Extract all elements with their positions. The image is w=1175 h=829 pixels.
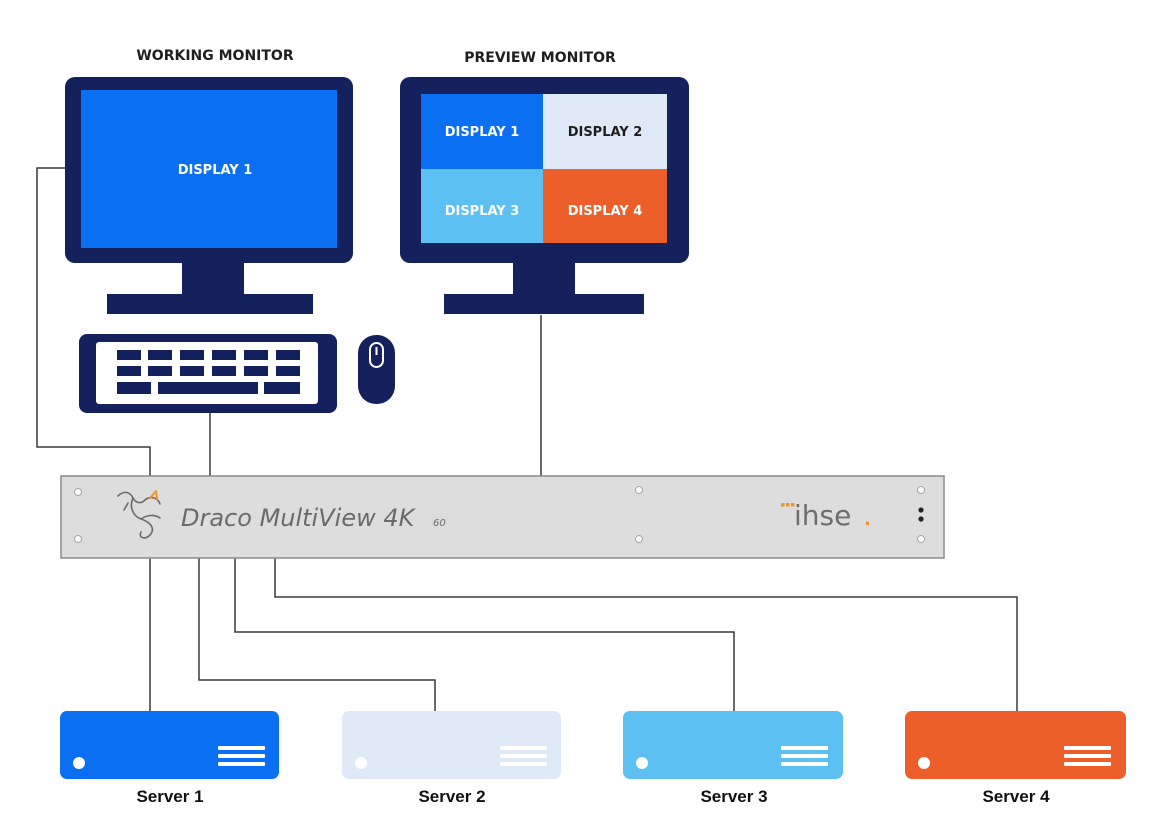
server-label: Server 2 xyxy=(418,787,485,806)
dragon-logo-icon xyxy=(117,490,161,539)
preview-display-3-label: DISPLAY 3 xyxy=(445,204,520,219)
preview-monitor: PREVIEW MONITOR DISPLAY 1 DISPLAY 2 DISP… xyxy=(400,50,689,314)
server-1: Server 1 xyxy=(60,711,279,806)
server-label: Server 3 xyxy=(700,787,767,806)
preview-display-3 xyxy=(421,169,543,243)
server-icon xyxy=(342,711,561,779)
preview-display-4-label: DISPLAY 4 xyxy=(568,204,643,219)
keyboard-icon xyxy=(79,334,337,413)
server-4: Server 4 xyxy=(905,711,1126,806)
working-monitor-neck xyxy=(182,262,244,294)
connection-wires xyxy=(36,167,1018,712)
server-3: Server 3 xyxy=(623,711,843,806)
wire-server-4 xyxy=(274,557,1018,712)
preview-display-2 xyxy=(543,94,667,169)
preview-display-1-label: DISPLAY 1 xyxy=(445,125,520,140)
preview-monitor-stand xyxy=(444,294,644,314)
brand-dot: . xyxy=(863,499,872,532)
wire-server-3 xyxy=(234,557,735,712)
working-monitor-display-label: DISPLAY 1 xyxy=(178,163,253,178)
server-icon xyxy=(905,711,1126,779)
wire-working-monitor xyxy=(36,167,151,477)
preview-monitor-neck xyxy=(513,262,575,294)
working-monitor-screen xyxy=(81,90,337,248)
wire-server-2 xyxy=(198,557,436,712)
working-monitor-stand xyxy=(107,294,313,314)
device-subscript: 60 xyxy=(433,518,446,529)
draco-multiview-device: Draco MultiView 4K 60 ihse . xyxy=(60,475,945,559)
ihse-logo-icon: ihse . xyxy=(781,499,872,532)
preview-display-1 xyxy=(421,94,543,169)
server-icon xyxy=(60,711,279,779)
brand-accent-dots xyxy=(781,503,795,507)
working-monitor: WORKING MONITOR DISPLAY 1 xyxy=(65,48,353,314)
preview-monitor-title: PREVIEW MONITOR xyxy=(464,50,616,66)
server-label: Server 1 xyxy=(136,787,203,806)
preview-display-4 xyxy=(543,169,667,243)
device-chassis xyxy=(60,475,945,559)
front-panel-leds xyxy=(918,507,924,522)
server-label: Server 4 xyxy=(982,787,1050,806)
server-icon xyxy=(623,711,843,779)
device-name: Draco MultiView 4K xyxy=(181,504,417,532)
server-2: Server 2 xyxy=(342,711,561,806)
mouse-icon xyxy=(358,335,395,404)
working-monitor-title: WORKING MONITOR xyxy=(136,48,293,64)
brand-name: ihse xyxy=(794,499,851,532)
chassis-screws xyxy=(74,486,925,543)
preview-display-2-label: DISPLAY 2 xyxy=(568,125,643,140)
